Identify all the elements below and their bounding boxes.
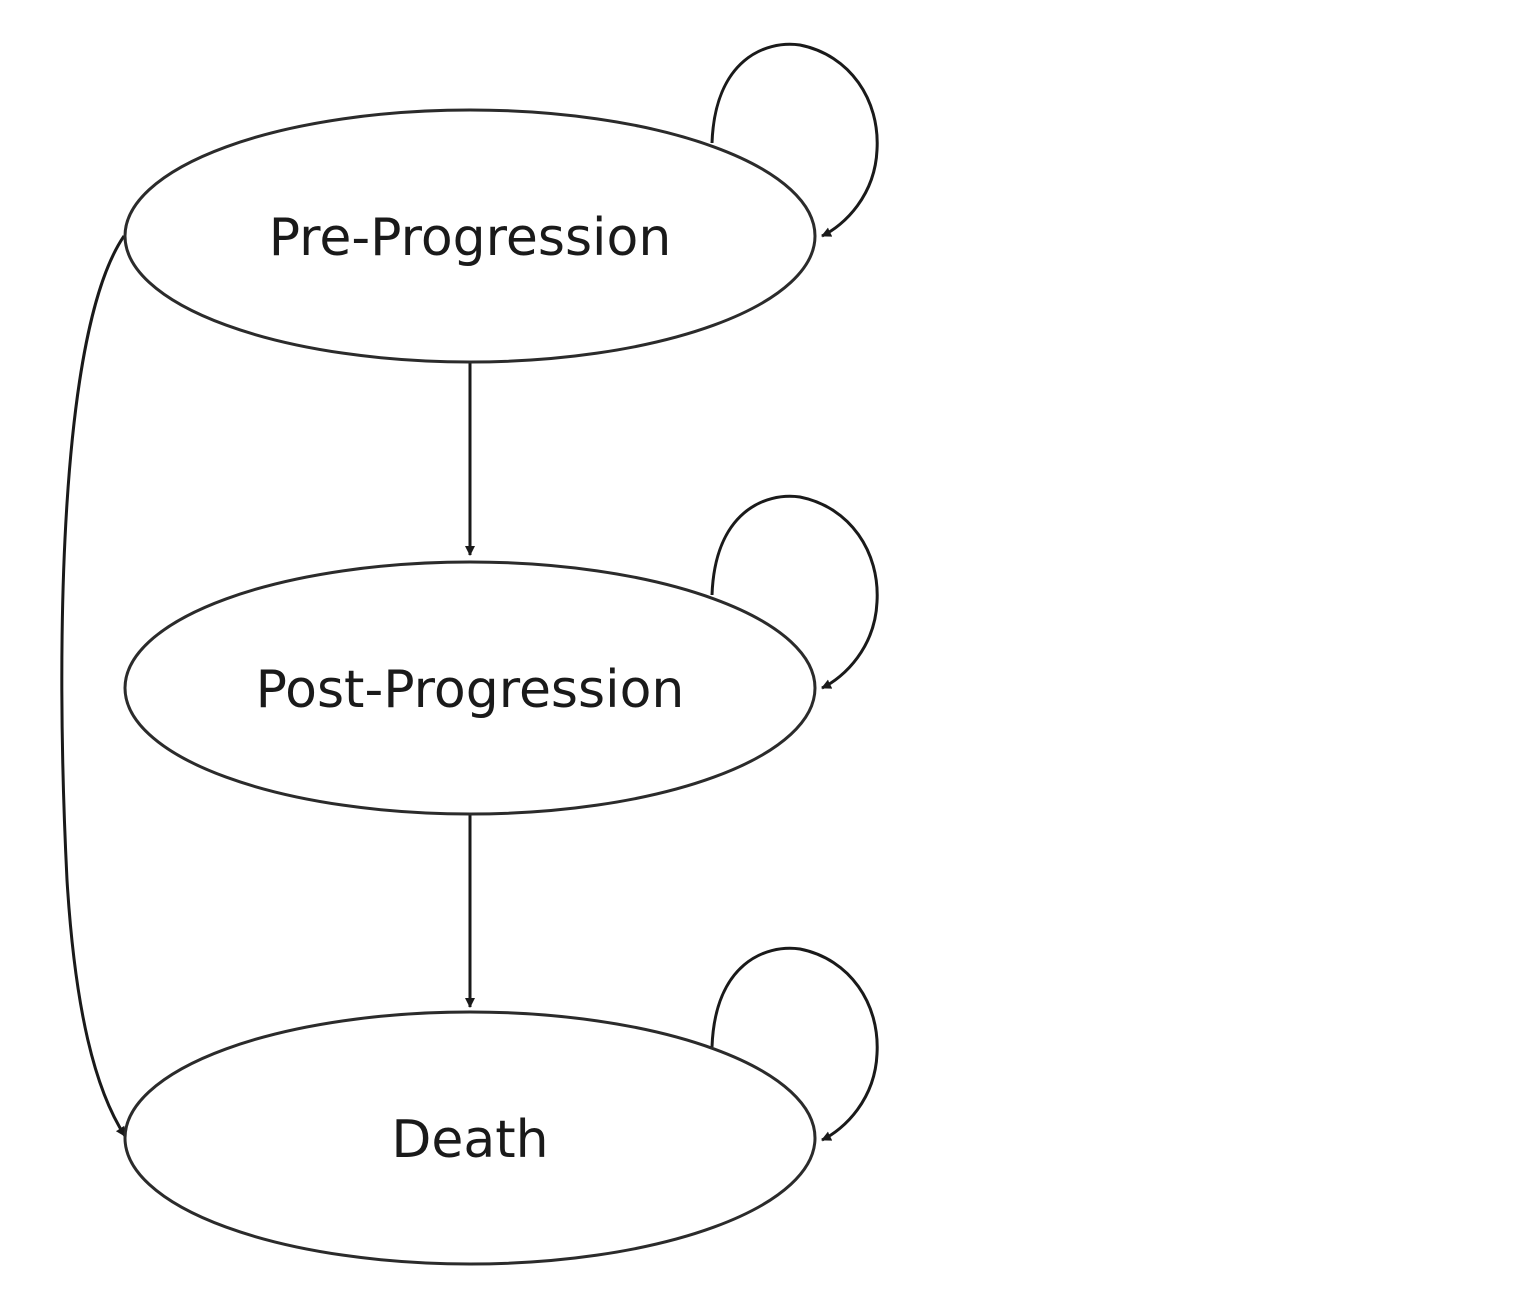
state-label: Post-Progression bbox=[256, 660, 685, 720]
state-death: Death bbox=[123, 1010, 817, 1266]
state-pre-progression: Pre-Progression bbox=[123, 108, 817, 364]
transition-death-to-death bbox=[710, 946, 879, 1142]
state-label: Death bbox=[391, 1110, 548, 1170]
state-node-shape bbox=[123, 1010, 817, 1266]
transition-pre-to-death bbox=[60, 235, 127, 1137]
state-node-shape bbox=[123, 108, 817, 364]
state-label: Pre-Progression bbox=[269, 208, 672, 268]
transition-pre-to-pre bbox=[710, 42, 879, 238]
state-node-shape bbox=[123, 560, 817, 816]
transition-post-to-post bbox=[710, 494, 879, 690]
state-post-progression: Post-Progression bbox=[123, 560, 817, 816]
